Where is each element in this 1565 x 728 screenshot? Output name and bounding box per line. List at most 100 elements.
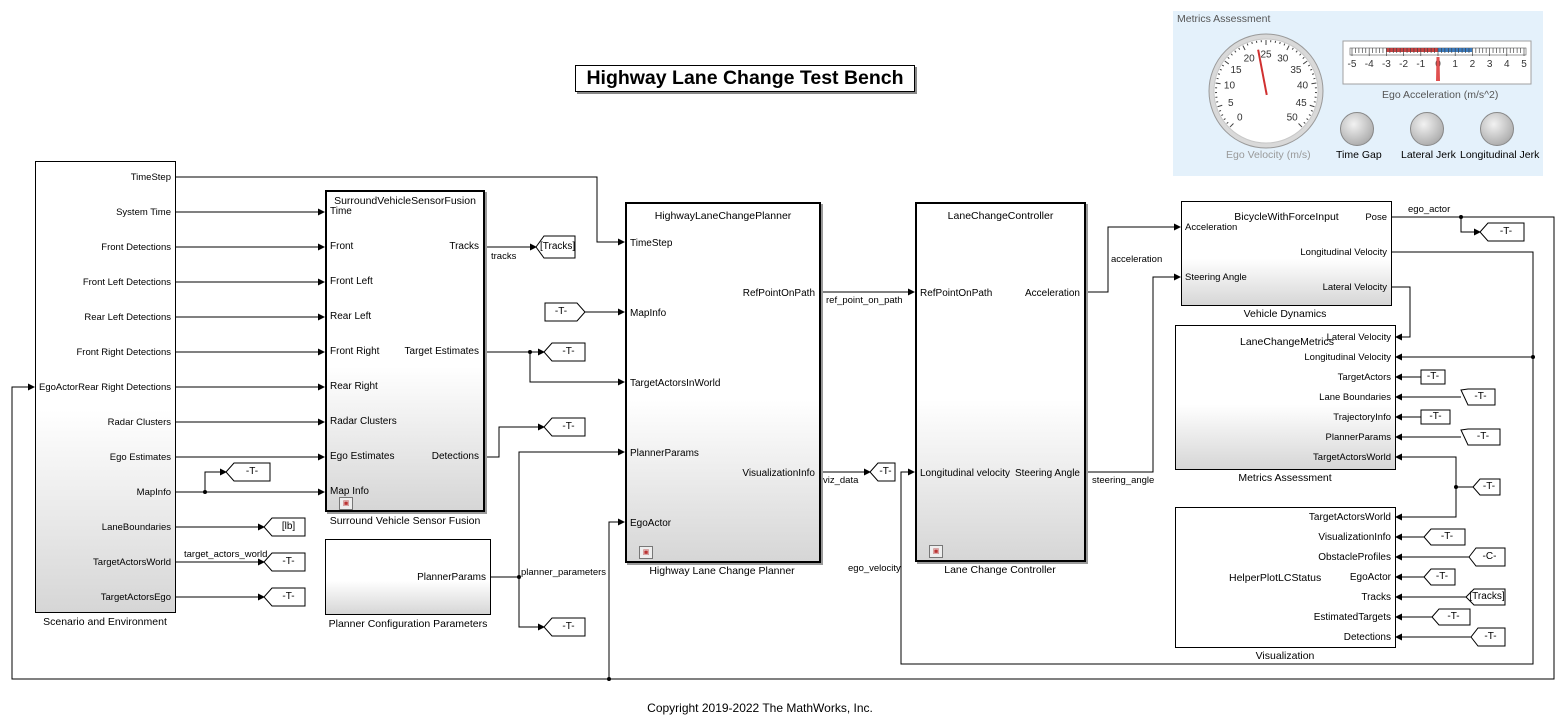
pin-targetactorsinworld: TargetActorsInWorld [630, 378, 721, 389]
time-gap-label: Time Gap [1336, 149, 1382, 161]
pin-refpointonpath-out: RefPointOnPath [742, 288, 815, 299]
scenario-caption: Scenario and Environment [43, 616, 167, 628]
goto-tag-targetactorsworld[interactable]: -T- [282, 556, 295, 567]
velocity-tick [1226, 121, 1229, 124]
goto-tag-detections[interactable]: -T- [562, 421, 575, 432]
goto-tag-egoactor[interactable]: -T- [1499, 226, 1513, 237]
velocity-tick [1221, 114, 1224, 117]
pin-lateral-velocity-out: Lateral Velocity [1322, 282, 1387, 293]
pin-plannerparams-out: PlannerParams [417, 572, 486, 583]
pin-acceleration-in: Acceleration [1185, 222, 1238, 233]
pin-time: Time [330, 206, 352, 217]
dynamics-title: BicycleWithForceInput [1234, 211, 1339, 223]
fusion-block[interactable]: SurroundVehicleSensorFusion Time Front F… [325, 190, 485, 512]
velocity-tick [1295, 50, 1298, 53]
acceleration-gauge[interactable]: -5-4-3-2-1012345 [1342, 40, 1532, 85]
pin-mapinfo-in: MapInfo [630, 308, 667, 319]
from-tag-targetactorsworld[interactable]: -T- [1482, 481, 1496, 492]
velocity-tick [1217, 73, 1221, 75]
model-reference-icon: ▣ [639, 546, 653, 559]
pin-rear-left: Rear Left [330, 311, 372, 322]
goto-tag-plannerparams[interactable]: -T- [562, 621, 575, 632]
pin-visualizationinfo-out: VisualizationInfo [742, 468, 815, 479]
acceleration-tick-label: 1 [1452, 59, 1458, 70]
pin-front: Front [330, 241, 354, 252]
pin-estimatedtargets: EstimatedTargets [1313, 612, 1391, 623]
velocity-tick [1286, 45, 1290, 51]
from-tag-targetactors[interactable]: -T- [1426, 371, 1440, 382]
pin-front-right-detections: Front Right Detections [76, 347, 171, 358]
scenario-block[interactable]: EgoActor TimeStep System Time Front Dete… [35, 161, 176, 613]
velocity-tick-label: 25 [1260, 50, 1272, 61]
acceleration-tick-label: 3 [1487, 59, 1493, 70]
dynamics-caption: Vehicle Dynamics [1243, 308, 1327, 320]
acceleration-gauge-label: Ego Acceleration (m/s^2) [1382, 89, 1499, 101]
velocity-tick [1246, 43, 1249, 46]
pin-radar-clusters: Radar Clusters [107, 417, 171, 428]
velocity-tick [1310, 110, 1314, 112]
pin-target-estimates: Target Estimates [404, 346, 479, 357]
velocity-tick-label: 45 [1296, 98, 1308, 109]
velocity-tick [1308, 114, 1311, 117]
goto-tag-vizdata[interactable]: -T- [879, 466, 892, 477]
controller-caption: Lane Change Controller [944, 564, 1056, 576]
velocity-needle [1257, 49, 1268, 96]
controller-title: LaneChangeController [947, 210, 1054, 222]
goto-tag-targetactorsego[interactable]: -T- [282, 591, 295, 602]
pin-targetactorsworld-viz: TargetActorsWorld [1308, 512, 1391, 523]
from-tag-estimatedtargets[interactable]: -T- [1447, 611, 1460, 622]
wire-label-acceleration: acceleration [1111, 254, 1163, 265]
velocity-tick-label: 35 [1290, 65, 1302, 76]
velocity-tick [1302, 60, 1308, 65]
from-tag-obstacleprofiles[interactable]: -C- [1482, 551, 1497, 562]
goto-tag-target-estimates[interactable]: -T- [562, 346, 575, 357]
planner-title: HighwayLaneChangePlanner [654, 210, 792, 222]
from-tag-egoactor-viz[interactable]: -T- [1435, 571, 1449, 582]
acceleration-tick-label: -2 [1399, 59, 1408, 70]
velocity-tick-label: 15 [1231, 65, 1243, 76]
planner-config-block[interactable]: PlannerParams [325, 539, 491, 615]
pin-egoactor-in: EgoActor [630, 518, 672, 529]
from-tag-visualizationinfo[interactable]: -T- [1440, 531, 1454, 542]
velocity-tick [1230, 53, 1233, 56]
from-tag-trajectoryinfo[interactable]: -T- [1429, 411, 1442, 422]
visualization-block[interactable]: HelperPlotLCStatus TargetActorsWorld Vis… [1175, 507, 1396, 648]
from-tag-tracks[interactable]: [Tracks] [1469, 591, 1505, 602]
metrics-caption: Metrics Assessment [1238, 472, 1332, 484]
from-tag-detections[interactable]: -T- [1484, 631, 1497, 642]
pin-ego-estimates: Ego Estimates [109, 452, 171, 463]
pin-longitudinal-velocity-in: Longitudinal velocity [920, 468, 1011, 479]
pin-targetactorsego: TargetActorsEgo [100, 592, 171, 603]
velocity-tick [1217, 104, 1223, 108]
pin-obstacleprofiles: ObstacleProfiles [1318, 552, 1391, 563]
acceleration-tick-label: 2 [1470, 59, 1476, 70]
model-reference-icon: ▣ [929, 545, 943, 558]
metrics-block[interactable]: LaneChangeMetrics Lateral Velocity Longi… [1175, 325, 1396, 470]
goto-tag-mapinfo[interactable]: -T- [245, 466, 259, 477]
acceleration-tick-label: -3 [1382, 59, 1391, 70]
planner-block[interactable]: HighwayLaneChangePlanner TimeStep MapInf… [625, 202, 821, 563]
pin-laneboundaries: LaneBoundaries [101, 522, 171, 533]
pin-trajectoryinfo: TrajectoryInfo [1333, 412, 1391, 423]
tag-shapes [225, 222, 1525, 647]
velocity-tick [1242, 45, 1246, 51]
from-tag-mapinfo[interactable]: -T- [554, 306, 568, 317]
model-reference-icon: ▣ [339, 497, 353, 510]
pin-longitudinal-velocity-in: Longitudinal Velocity [1304, 352, 1391, 363]
velocity-tick [1298, 123, 1303, 128]
from-tag-laneboundaries[interactable]: -T- [1474, 391, 1487, 402]
goto-tag-laneboundaries[interactable]: [lb] [281, 521, 296, 532]
velocity-tick-label: 0 [1237, 113, 1243, 124]
velocity-tick [1224, 60, 1230, 65]
dynamics-block[interactable]: BicycleWithForceInput Acceleration Steer… [1181, 201, 1392, 306]
velocity-tick [1218, 110, 1222, 112]
velocity-tick [1310, 68, 1313, 71]
from-tag-plannerparams[interactable]: -T- [1476, 431, 1490, 442]
velocity-tick [1309, 104, 1315, 108]
visualization-caption: Visualization [1255, 650, 1315, 662]
velocity-tick [1215, 82, 1221, 85]
controller-block[interactable]: LaneChangeController RefPointOnPath Long… [915, 202, 1086, 562]
goto-tag-tracks[interactable]: [Tracks] [540, 241, 576, 252]
